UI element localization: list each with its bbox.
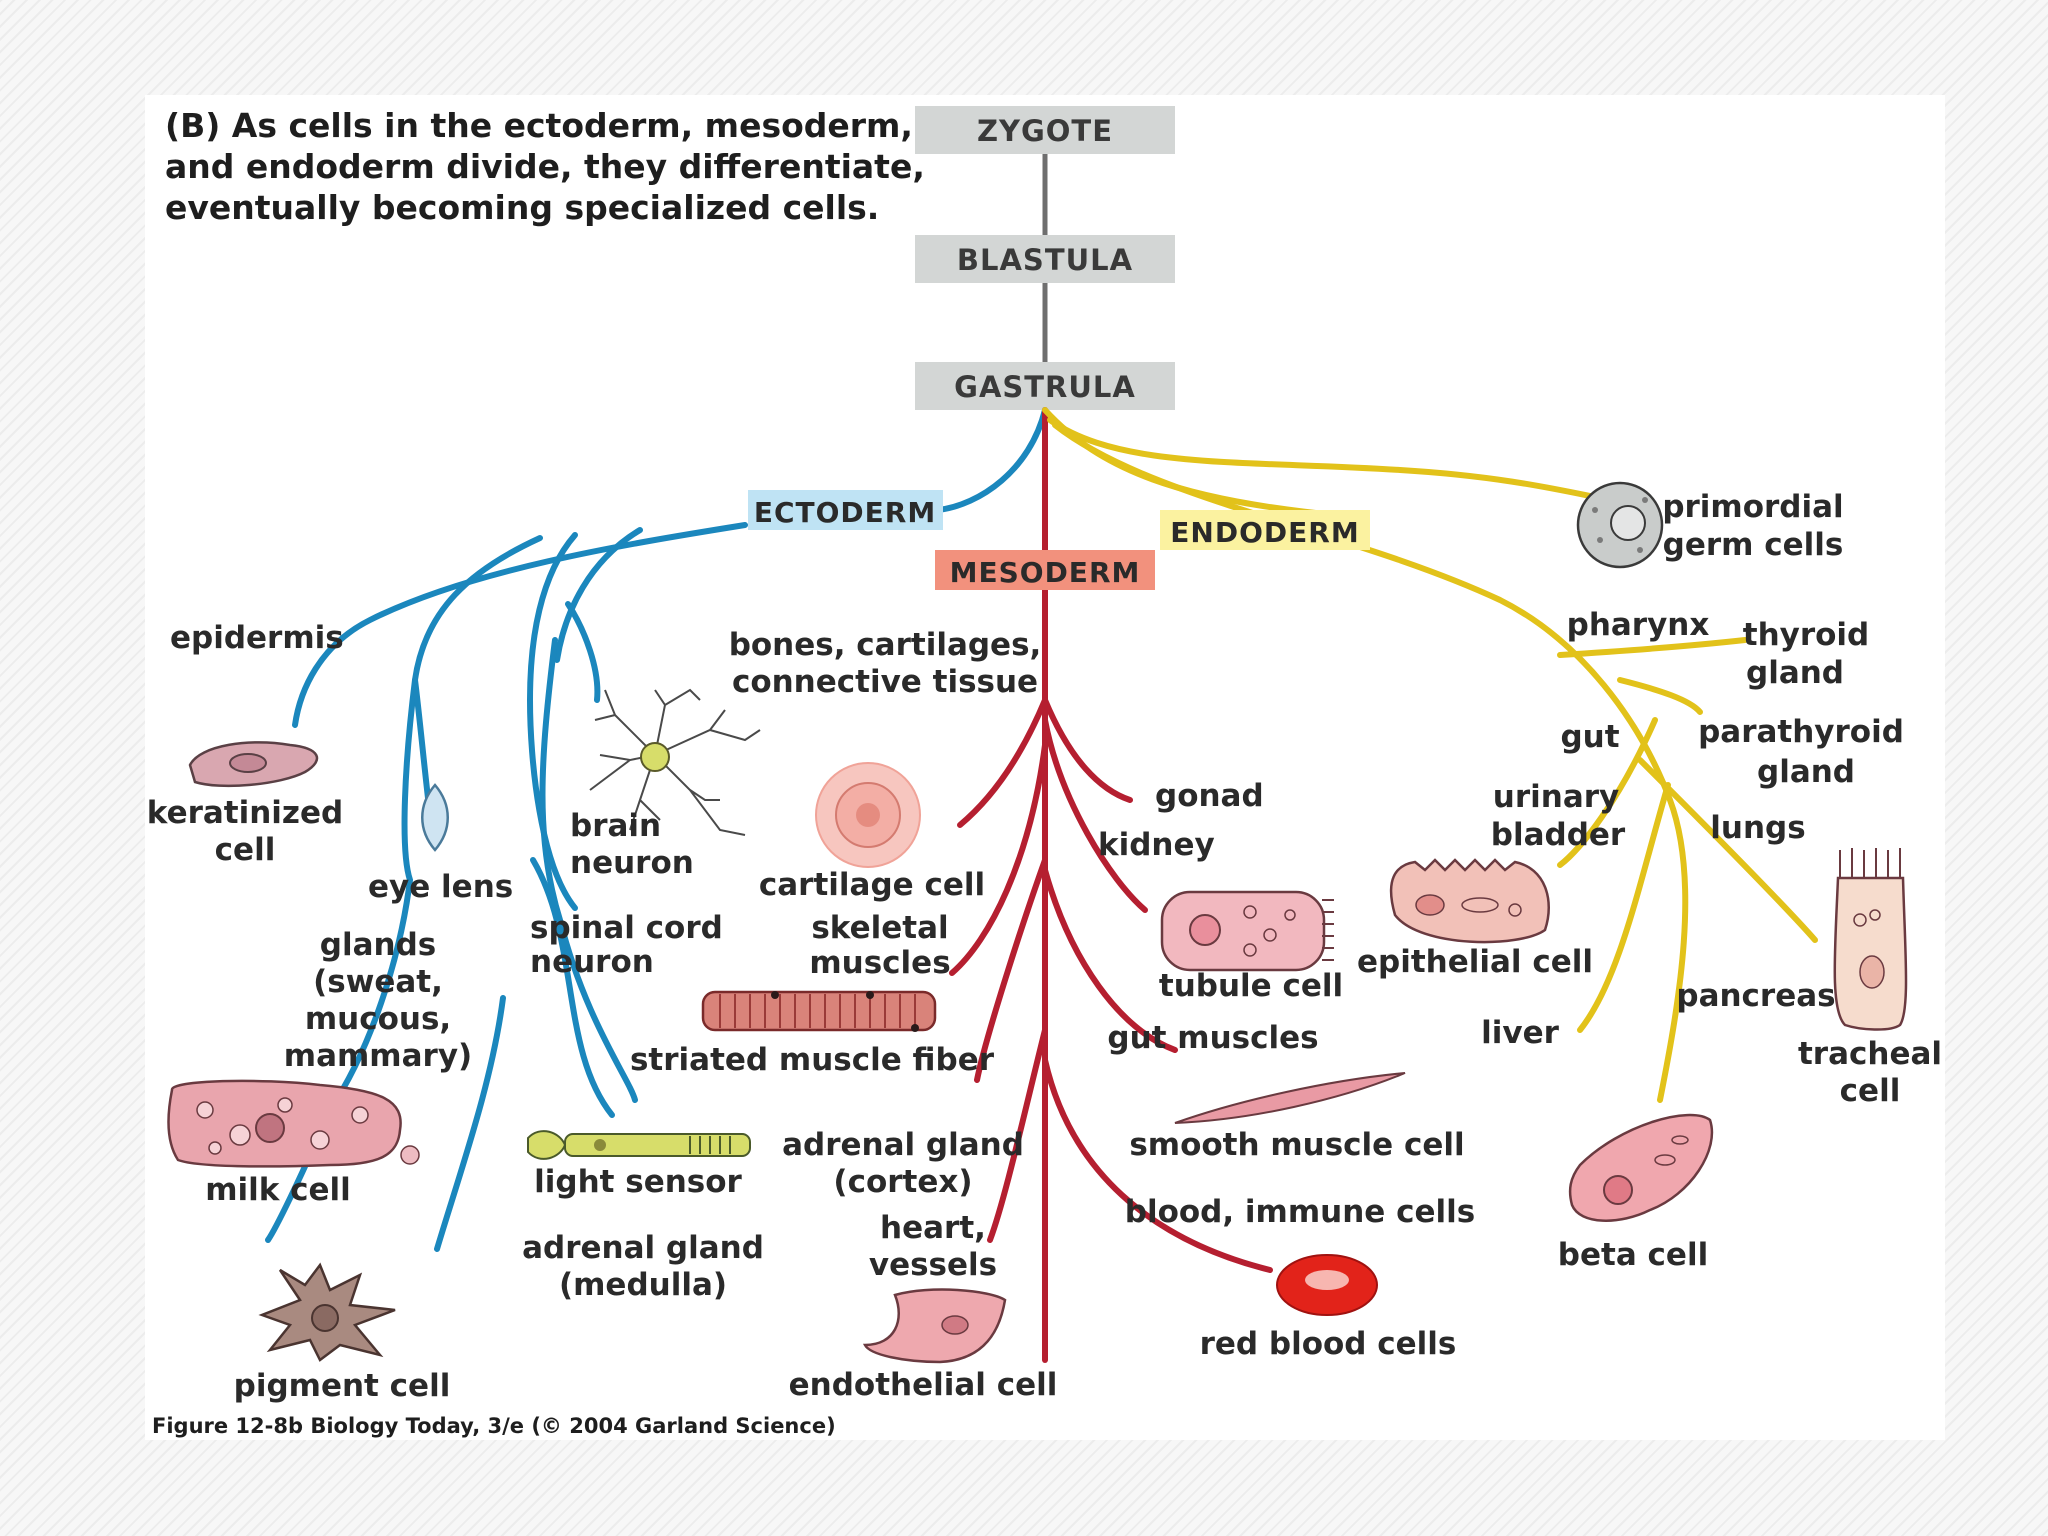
label-gonad: gonad (1155, 778, 1264, 814)
label-bones-1: bones, cartilages, (729, 627, 1042, 663)
figure-caption: (B) As cells in the ectoderm, mesoderm, … (165, 106, 925, 227)
smooth-muscle-cell-icon (1174, 1072, 1406, 1124)
ectoderm-box (748, 490, 943, 530)
mesoderm-box (935, 550, 1155, 590)
endoderm-label: ENDODERM (1170, 516, 1359, 549)
label-keratinized-1: keratinized (147, 795, 343, 831)
label-glands-2: (sweat, (313, 964, 443, 1000)
label-light-sensor: light sensor (534, 1164, 742, 1200)
gastrula-box (915, 362, 1175, 410)
mesoderm-label: MESODERM (950, 556, 1141, 589)
zygote-box (915, 106, 1175, 154)
label-milk-cell: milk cell (205, 1172, 351, 1208)
tracheal-cell-icon (1833, 848, 1908, 1031)
label-primordial-2: germ cells (1663, 527, 1844, 563)
label-pigment-cell: pigment cell (234, 1368, 451, 1404)
label-pancreas: pancreas (1676, 978, 1835, 1014)
endothelial-cell-icon (862, 1288, 1007, 1364)
label-beta-cell: beta cell (1558, 1237, 1708, 1273)
label-tracheal-1: tracheal (1798, 1036, 1942, 1072)
label-pharynx: pharynx (1567, 607, 1710, 643)
label-brain-1: brain (570, 808, 661, 844)
label-adrenal-cortex-2: (cortex) (833, 1164, 972, 1200)
label-adrenal-cortex-1: adrenal gland (782, 1127, 1024, 1163)
tubule-cell-icon (1160, 890, 1334, 972)
label-thyroid-2: gland (1746, 655, 1844, 691)
label-skeletal-2: muscles (809, 945, 950, 981)
label-parathyroid-2: gland (1757, 754, 1855, 790)
label-liver: liver (1481, 1015, 1559, 1051)
label-gut: gut (1560, 719, 1619, 755)
endoderm-branches (1042, 407, 1818, 1103)
label-brain-2: neuron (570, 845, 694, 881)
cartilage-cell-icon (815, 762, 921, 868)
label-red-blood-cells: red blood cells (1200, 1326, 1457, 1362)
label-smooth-muscle-cell: smooth muscle cell (1129, 1127, 1464, 1163)
label-gut-muscles: gut muscles (1107, 1020, 1318, 1056)
label-adrenal-medulla-1: adrenal gland (522, 1230, 764, 1266)
caption-line-2: and endoderm divide, they differentiate, (165, 147, 925, 186)
label-eye-lens: eye lens (368, 869, 513, 905)
beta-cell-icon (1568, 1113, 1714, 1222)
label-glands-3: mucous, (305, 1001, 451, 1037)
endoderm-box (1160, 510, 1370, 550)
label-keratinized-2: cell (215, 832, 276, 868)
label-epithelial-cell: epithelial cell (1357, 944, 1593, 980)
striated-muscle-fiber-icon (701, 990, 937, 1032)
figure-credit: Figure 12-8b Biology Today, 3/e (© 2004 … (152, 1414, 836, 1438)
label-endothelial-cell: endothelial cell (789, 1367, 1058, 1403)
light-sensor-icon (527, 1130, 751, 1160)
label-urinary-1: urinary (1493, 779, 1619, 815)
label-bones-2: connective tissue (732, 664, 1038, 700)
label-glands-4: mammary) (284, 1038, 472, 1074)
label-tubule-cell: tubule cell (1159, 968, 1343, 1004)
milk-cell-icon (167, 1079, 420, 1168)
label-blood-immune: blood, immune cells (1125, 1194, 1475, 1230)
red-blood-cell-icon (1276, 1254, 1378, 1316)
label-tracheal-2: cell (1840, 1073, 1901, 1109)
pigment-cell-icon (258, 1262, 396, 1362)
label-heart-1: heart, (880, 1210, 986, 1246)
label-thyroid-1: thyroid (1743, 617, 1870, 653)
label-heart-2: vessels (869, 1247, 997, 1283)
label-lungs: lungs (1710, 810, 1805, 846)
ectoderm-label: ECTODERM (754, 496, 936, 529)
label-adrenal-medulla-2: (medulla) (559, 1267, 727, 1303)
eye-lens-icon (421, 783, 449, 852)
label-spinal-1: spinal cord (530, 910, 723, 946)
keratinized-cell-icon (188, 741, 319, 788)
label-skeletal-1: skeletal (811, 910, 948, 946)
ectoderm-branches (265, 407, 1048, 1252)
caption-line-1: (B) As cells in the ectoderm, mesoderm, (165, 106, 913, 145)
label-glands-1: glands (320, 927, 436, 963)
blastula-label: BLASTULA (957, 243, 1133, 277)
label-urinary-2: bladder (1491, 817, 1626, 853)
label-epidermis: epidermis (170, 620, 344, 656)
epithelial-cell-icon (1389, 858, 1550, 944)
caption-line-3: eventually becoming specialized cells. (165, 188, 879, 227)
label-spinal-2: neuron (530, 944, 654, 980)
label-primordial-1: primordial (1662, 489, 1843, 525)
label-striated-muscle: striated muscle fiber (630, 1042, 995, 1078)
gastrula-label: GASTRULA (954, 370, 1136, 404)
label-cartilage-cell: cartilage cell (759, 867, 985, 903)
brain-neuron-icon (589, 688, 761, 836)
label-parathyroid-1: parathyroid (1698, 714, 1904, 750)
zygote-label: ZYGOTE (977, 114, 1113, 148)
blastula-box (915, 235, 1175, 283)
label-kidney: kidney (1098, 827, 1215, 863)
primordial-germ-cell-icon (1576, 481, 1664, 569)
